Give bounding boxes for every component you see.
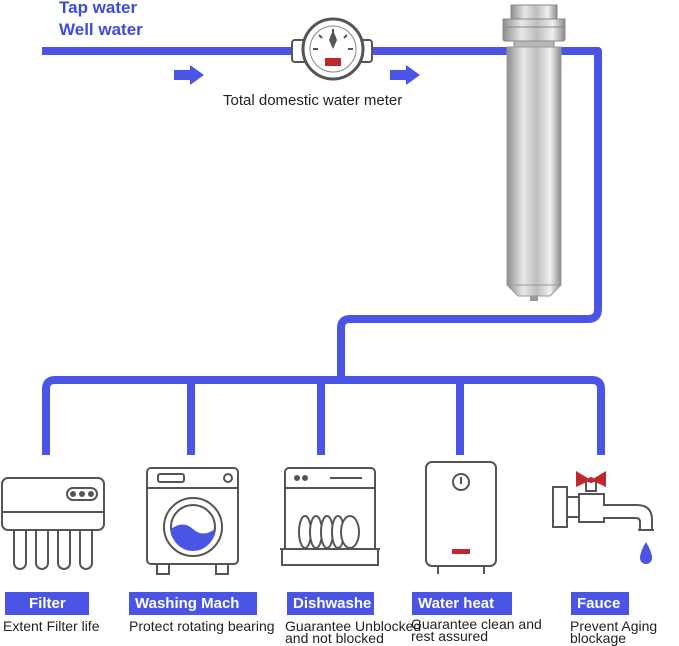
badge-water-heater: Water heat <box>412 592 512 615</box>
flow-arrow-icon <box>390 65 420 85</box>
water-heater-icon <box>425 461 497 574</box>
dishwasher-icon <box>280 467 380 566</box>
washing-machine-icon <box>146 467 239 575</box>
water-meter-icon <box>291 17 373 81</box>
flow-arrow-icon <box>174 65 204 85</box>
filter-housing-icon <box>502 4 566 301</box>
desc-faucet-line2: blockage <box>570 630 627 646</box>
ro-filter-icon <box>1 477 105 570</box>
desc-water-heater-line1: Guarantee clean and <box>411 616 542 632</box>
meter-label: Total domestic water meter <box>223 92 403 109</box>
faucet-icon <box>552 471 654 564</box>
water-drop-icon <box>640 542 652 564</box>
desc-filter: Extent Filter life <box>3 618 100 634</box>
source-label-well: Well water <box>59 20 143 39</box>
desc-dishwasher-line2: and not blocked <box>285 630 384 646</box>
source-label-tap: Tap water <box>59 0 138 17</box>
badge-dishwasher: Dishwashe <box>287 592 374 615</box>
desc-water-heater-line2: rest assured <box>411 628 489 644</box>
badge-filter: Filter <box>5 592 89 615</box>
desc-washing-machine: Protect rotating bearing <box>129 618 275 634</box>
supply-pipe <box>42 47 605 455</box>
desc-dishwasher-line1: Guarantee Unblocked <box>285 618 422 634</box>
badge-washing-machine: Washing Mach <box>129 592 257 615</box>
badge-faucet: Fauce <box>571 592 629 615</box>
desc-faucet-line1: Prevent Aging <box>570 618 658 634</box>
